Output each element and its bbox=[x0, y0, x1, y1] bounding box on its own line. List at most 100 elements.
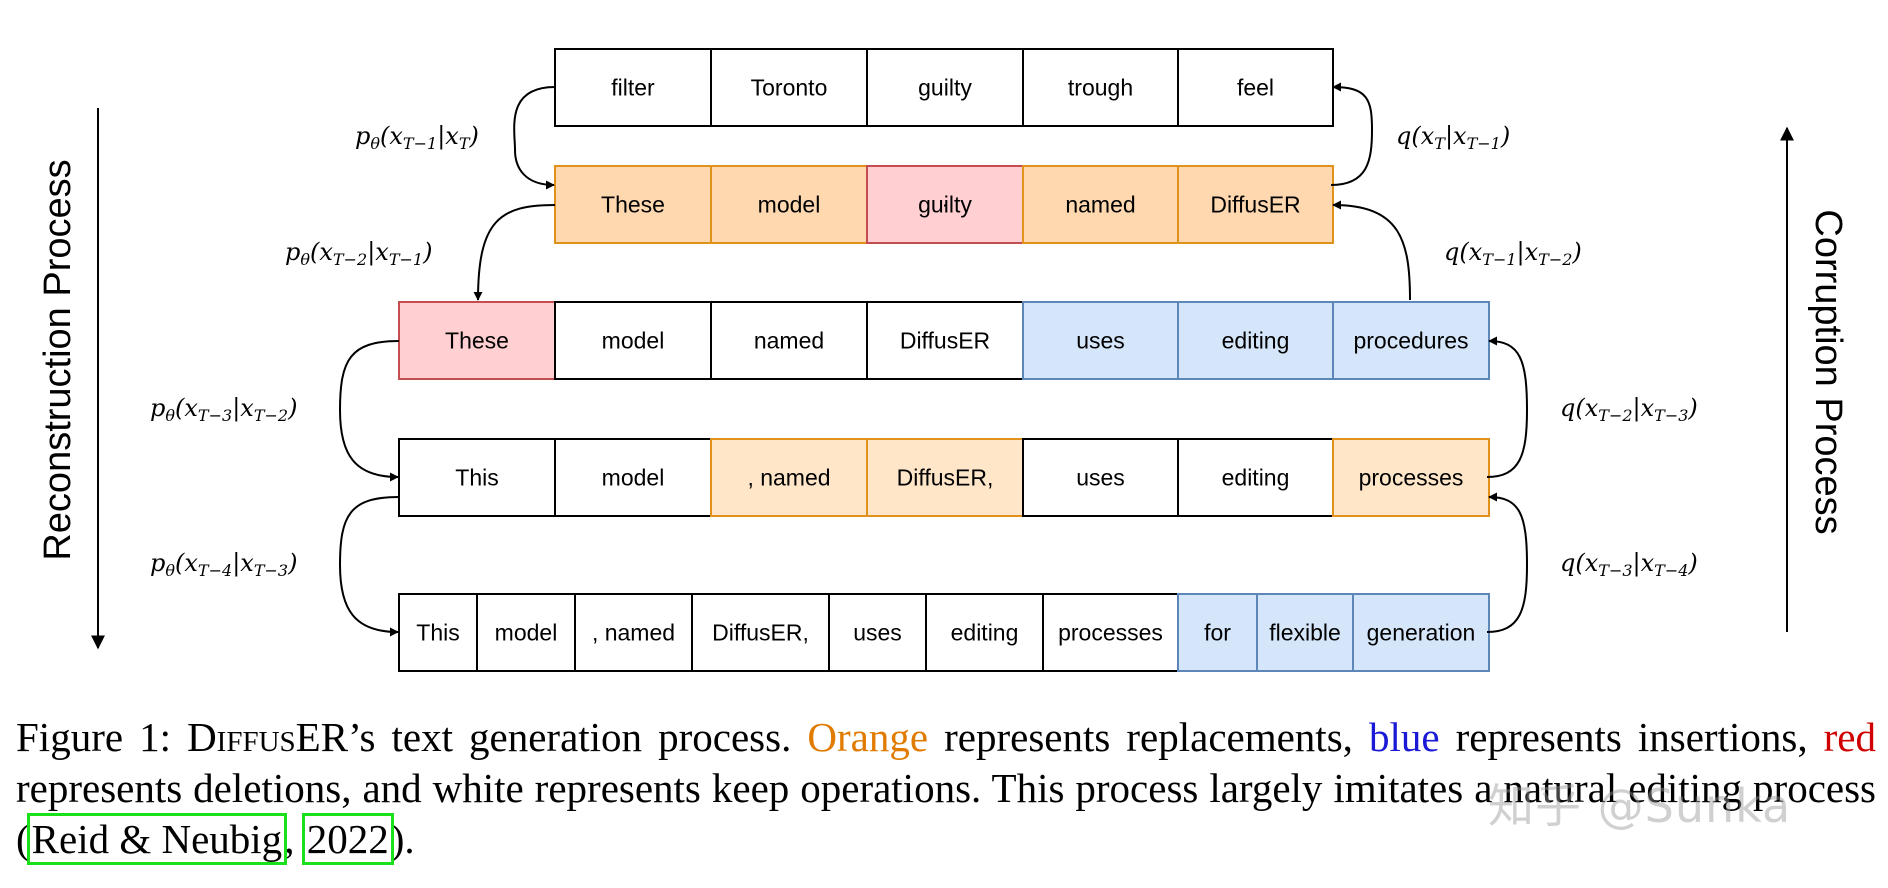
eq-right-2: q(xT−1|xT−2) bbox=[1444, 238, 1582, 269]
token-text: These bbox=[601, 192, 665, 218]
token-box bbox=[554, 438, 712, 517]
arrow-right-2 bbox=[1332, 200, 1411, 301]
token-text: This bbox=[416, 620, 459, 646]
token-box bbox=[1332, 301, 1490, 380]
token-text: model bbox=[602, 465, 665, 491]
token-text: named bbox=[1065, 192, 1135, 218]
token-orange-light: , named bbox=[710, 438, 868, 517]
token-box bbox=[398, 438, 556, 517]
token-blue: editing bbox=[1177, 301, 1334, 380]
token-text: DiffusER bbox=[1210, 192, 1300, 218]
token-white: editing bbox=[1177, 438, 1334, 517]
token-text: trough bbox=[1068, 75, 1133, 101]
token-white: named bbox=[710, 301, 868, 380]
eq-left-3: pθ(xT−3|xT−2) bbox=[150, 394, 297, 425]
token-text: editing bbox=[1222, 328, 1290, 354]
token-text: model bbox=[758, 192, 821, 218]
token-text: uses bbox=[1076, 328, 1125, 354]
eq-right-3: q(xT−2|xT−3) bbox=[1560, 394, 1698, 425]
token-blue: flexible bbox=[1256, 593, 1354, 672]
token-white: model bbox=[476, 593, 576, 672]
token-box bbox=[925, 593, 1044, 672]
token-box bbox=[1022, 438, 1179, 517]
token-white: processes bbox=[1042, 593, 1179, 672]
token-box bbox=[1022, 301, 1179, 380]
eq-right-4: q(xT−3|xT−4) bbox=[1560, 549, 1698, 580]
corruption-arrows bbox=[1330, 82, 1529, 633]
reconstruction-arrows bbox=[338, 86, 556, 637]
token-white: This bbox=[398, 593, 478, 672]
arrow-left-4 bbox=[338, 496, 400, 637]
citation-link-authors[interactable]: Reid & Neubig bbox=[26, 813, 288, 865]
arrow-right-4 bbox=[1486, 492, 1529, 633]
token-row-2: These model guilty named DiffusER bbox=[554, 165, 1334, 244]
token-text: editing bbox=[1222, 465, 1290, 491]
token-text: DiffusER, bbox=[897, 465, 994, 491]
token-box bbox=[866, 48, 1024, 127]
token-text: guilty bbox=[918, 75, 972, 101]
token-red: guilty bbox=[866, 165, 1024, 244]
token-blue: procedures bbox=[1332, 301, 1490, 380]
token-white: filter bbox=[554, 48, 712, 127]
token-box bbox=[710, 438, 868, 517]
token-white: editing bbox=[925, 593, 1044, 672]
token-white: trough bbox=[1022, 48, 1179, 127]
token-text: uses bbox=[853, 620, 902, 646]
token-text: procedures bbox=[1353, 328, 1468, 354]
token-orange: DiffusER bbox=[1177, 165, 1334, 244]
arrow-left-3 bbox=[338, 340, 400, 482]
token-white: feel bbox=[1177, 48, 1334, 127]
token-blue: generation bbox=[1352, 593, 1490, 672]
token-text: Toronto bbox=[751, 75, 828, 101]
token-orange-light: DiffusER, bbox=[866, 438, 1024, 517]
token-text: processes bbox=[1058, 620, 1163, 646]
token-box bbox=[554, 301, 712, 380]
arrow-right-1 bbox=[1330, 82, 1374, 186]
token-box bbox=[1352, 593, 1490, 672]
token-row-1: filter Toronto guilty trough feel bbox=[554, 48, 1334, 127]
token-text: for bbox=[1204, 620, 1231, 646]
token-text: filter bbox=[611, 75, 655, 101]
token-blue: for bbox=[1177, 593, 1258, 672]
token-orange: model bbox=[710, 165, 868, 244]
corruption-process-label: Corruption Process bbox=[1807, 209, 1849, 534]
token-box bbox=[1022, 165, 1179, 244]
token-text: model bbox=[495, 620, 558, 646]
token-text: editing bbox=[951, 620, 1019, 646]
token-text: , named bbox=[747, 465, 830, 491]
token-text: processes bbox=[1359, 465, 1464, 491]
arrow-right-3 bbox=[1486, 336, 1529, 478]
token-box bbox=[710, 48, 868, 127]
arrow-left-1 bbox=[513, 86, 556, 190]
token-white: uses bbox=[1022, 438, 1179, 517]
token-text: named bbox=[754, 328, 824, 354]
red-keyword: red bbox=[1823, 714, 1876, 760]
token-blue: uses bbox=[1022, 301, 1179, 380]
token-row-4: This model , named DiffusER, uses editing proc… bbox=[398, 438, 1490, 517]
token-text: DiffusER bbox=[900, 328, 990, 354]
model-name: DiffusER bbox=[187, 714, 349, 760]
token-text: DiffusER, bbox=[712, 620, 809, 646]
orange-keyword: Orange bbox=[807, 714, 929, 760]
token-box bbox=[1177, 165, 1334, 244]
token-box bbox=[710, 301, 868, 380]
token-white: This bbox=[398, 438, 556, 517]
arrow-left-2 bbox=[473, 204, 556, 301]
eq-left-2: pθ(xT−2|xT−1) bbox=[285, 238, 432, 269]
token-white: guilty bbox=[866, 48, 1024, 127]
token-box bbox=[691, 593, 830, 672]
token-box bbox=[574, 593, 693, 672]
citation-link-year[interactable]: 2022 bbox=[301, 813, 394, 865]
token-orange-light: processes bbox=[1332, 438, 1490, 517]
token-orange: These bbox=[554, 165, 712, 244]
figure-caption: Figure 1: DiffusER’s text generation pro… bbox=[16, 714, 1876, 865]
figure-label: Figure 1: bbox=[16, 714, 171, 760]
token-box bbox=[710, 165, 868, 244]
token-white: DiffusER bbox=[866, 301, 1024, 380]
token-white: model bbox=[554, 301, 712, 380]
eq-left-4: pθ(xT−4|xT−3) bbox=[150, 549, 297, 580]
token-orange: named bbox=[1022, 165, 1179, 244]
